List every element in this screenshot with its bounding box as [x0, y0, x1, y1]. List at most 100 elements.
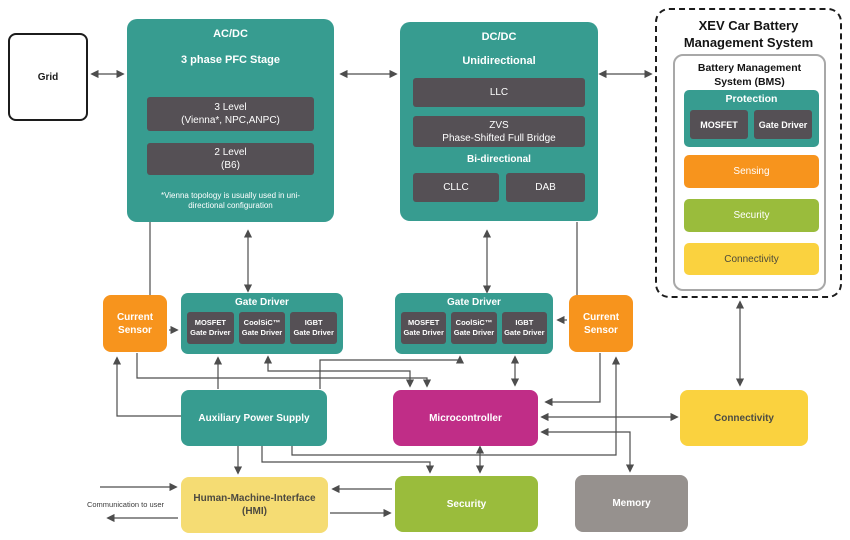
dcdc-dab-box: DAB	[506, 173, 585, 202]
dcdc-zvs-line1: ZVS	[489, 119, 509, 131]
bms-security-label: Security	[733, 210, 770, 221]
dcdc-cllc-box: CLLC	[413, 173, 499, 202]
acdc-3level-box: 3 Level (Vienna*, NPC,ANPC)	[147, 97, 314, 131]
bms-mosfet-box: MOSFET	[690, 110, 748, 139]
acdc-box: AC/DC 3 phase PFC Stage 3 Level (Vienna*…	[127, 19, 334, 222]
gd-right-igbt-line2: Gate Driver	[504, 328, 545, 337]
grid-box: Grid	[8, 33, 88, 121]
dcdc-subtitle: Unidirectional	[462, 55, 536, 67]
acdc-2level-line2: (B6)	[221, 160, 240, 171]
gd-left-coolsic-line1: CoolSiC™	[243, 318, 281, 328]
gd-left-coolsic: CoolSiC™ Gate Driver	[238, 312, 286, 344]
hmi-line2: (HMI)	[242, 506, 267, 517]
aux-power-supply-box: Auxiliary Power Supply	[181, 390, 327, 446]
gd-right-igbt-line1: IGBT	[515, 318, 534, 328]
bms-protection-box: Protection MOSFET Gate Driver	[684, 90, 819, 147]
gd-left-igbt-line1: IGBT	[304, 318, 323, 328]
xev-title: XEV Car Battery Management System	[684, 18, 813, 52]
bms-sensing-label: Sensing	[733, 166, 770, 177]
arrow-gatedriver-left-mcu	[263, 355, 415, 388]
acdc-title: AC/DC	[213, 28, 248, 40]
bms-inner-title: Battery Management System (BMS)	[698, 62, 801, 89]
acdc-footnote-line2: directional configuration	[188, 201, 273, 211]
gate-driver-left-items: MOSFET Gate Driver CoolSiC™ Gate Driver …	[181, 312, 343, 344]
xev-title-line1: XEV Car Battery	[698, 18, 799, 33]
arrow-aux-security	[261, 446, 435, 474]
acdc-footnote: *Vienna topology is usually used in uni-…	[135, 191, 326, 212]
dcdc-bidirectional-label: Bi-directional	[467, 154, 531, 165]
xev-bms-group: XEV Car Battery Management System Batter…	[655, 8, 842, 298]
gate-driver-right-box: Gate Driver MOSFET Gate Driver CoolSiC™ …	[395, 293, 553, 354]
acdc-subtitle: 3 phase PFC Stage	[180, 54, 281, 66]
gate-driver-right-title: Gate Driver	[447, 297, 501, 308]
bms-gatedriver-box: Gate Driver	[754, 110, 812, 139]
gd-right-coolsic: CoolSiC™ Gate Driver	[451, 312, 497, 344]
grid-label: Grid	[37, 71, 59, 83]
gd-left-igbt: IGBT Gate Driver	[290, 312, 338, 344]
cs-left-line2: Sensor	[118, 324, 152, 336]
cs-right-line1: Current	[582, 311, 620, 323]
gd-right-mosfet-line1: MOSFET	[408, 318, 440, 328]
acdc-3level-line2: (Vienna*, NPC,ANPC)	[181, 115, 280, 126]
hmi-line1: Human-Machine-Interface	[193, 493, 316, 504]
dcdc-dab-label: DAB	[535, 182, 556, 193]
gd-right-coolsic-line2: Gate Driver	[453, 328, 495, 337]
bms-sensing-box: Sensing	[684, 155, 819, 188]
hmi-box: Human-Machine-Interface (HMI)	[181, 477, 328, 533]
current-sensor-right-box: Current Sensor	[569, 295, 633, 352]
bms-connectivity-box: Connectivity	[684, 243, 819, 275]
security-label: Security	[446, 498, 487, 510]
current-sensor-left-box: Current Sensor	[103, 295, 167, 352]
gd-left-mosfet-line1: MOSFET	[194, 318, 226, 328]
cs-left-line1: Current	[116, 311, 154, 323]
gd-right-coolsic-line1: CoolSiC™	[455, 318, 493, 328]
acdc-2level-box: 2 Level (B6)	[147, 143, 314, 175]
microcontroller-box: Microcontroller	[393, 390, 538, 446]
memory-label: Memory	[612, 498, 651, 509]
bms-security-box: Security	[684, 199, 819, 232]
dcdc-cllc-label: CLLC	[443, 182, 469, 193]
arrow-cs-right-mcu	[544, 353, 601, 407]
memory-box: Memory	[575, 475, 688, 532]
bms-inner-title-line2: System (BMS)	[714, 75, 785, 88]
dcdc-llc-label: LLC	[489, 87, 509, 98]
gate-driver-right-items: MOSFET Gate Driver CoolSiC™ Gate Driver …	[395, 312, 553, 344]
acdc-3level-line1: 3 Level	[214, 102, 247, 113]
bms-inner-title-line1: Battery Management	[697, 62, 802, 74]
arrow-aux-gatedriver-right	[319, 355, 465, 389]
connectivity-box: Connectivity	[680, 390, 808, 446]
microcontroller-label: Microcontroller	[429, 412, 502, 424]
comm-to-user-label: Communication to user	[78, 497, 173, 511]
gate-driver-left-title: Gate Driver	[235, 297, 289, 308]
gate-driver-left-box: Gate Driver MOSFET Gate Driver CoolSiC™ …	[181, 293, 343, 354]
bms-inner-box: Battery Management System (BMS) Protecti…	[673, 54, 826, 291]
bms-mosfet-label: MOSFET	[700, 119, 738, 130]
security-box: Security	[395, 476, 538, 532]
gd-right-igbt: IGBT Gate Driver	[501, 312, 547, 344]
acdc-2level-line1: 2 Level	[214, 147, 247, 158]
gd-right-mosfet: MOSFET Gate Driver	[401, 312, 447, 344]
arrow-cs-left-mcu	[136, 353, 432, 388]
dcdc-zvs-line2: Phase-Shifted Full Bridge	[442, 132, 556, 144]
bms-connectivity-label: Connectivity	[724, 253, 779, 265]
arrow-aux-cs-left	[112, 356, 181, 417]
cs-right-line2: Sensor	[584, 324, 618, 336]
connectivity-label: Connectivity	[713, 412, 774, 424]
gd-left-coolsic-line2: Gate Driver	[241, 328, 283, 337]
bms-protection-title: Protection	[725, 93, 778, 105]
gd-left-mosfet-line2: Gate Driver	[190, 328, 231, 337]
gd-left-igbt-line2: Gate Driver	[293, 328, 334, 337]
aux-power-supply-label: Auxiliary Power Supply	[198, 412, 310, 424]
gd-left-mosfet: MOSFET Gate Driver	[187, 312, 234, 344]
bms-gatedriver-label: Gate Driver	[758, 119, 808, 130]
dcdc-zvs-box: ZVS Phase-Shifted Full Bridge	[413, 116, 585, 147]
xev-title-line2: Management System	[683, 34, 814, 50]
gd-right-mosfet-line2: Gate Driver	[403, 328, 444, 337]
comm-to-user-text: Communication to user	[86, 499, 165, 509]
arrow-mcu-memory	[540, 427, 635, 473]
dcdc-box: DC/DC Unidirectional LLC ZVS Phase-Shift…	[400, 22, 598, 221]
dcdc-title: DC/DC	[481, 31, 517, 43]
acdc-footnote-line1: *Vienna topology is usually used in uni-	[160, 191, 301, 200]
